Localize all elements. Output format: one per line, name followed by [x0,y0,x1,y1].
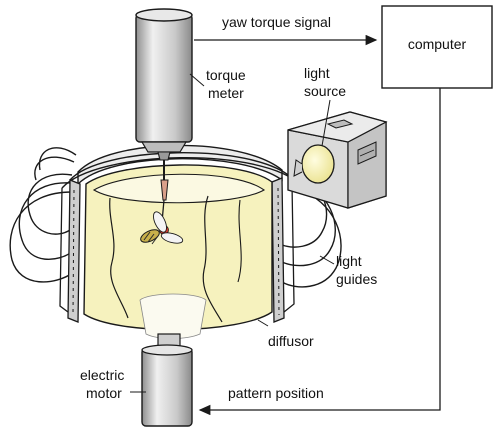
drum-frame [59,144,303,323]
computer-label: computer [408,36,467,52]
light-source-label-1: light [304,65,330,81]
torque-meter [135,8,193,182]
signal-lines [194,34,441,416]
electric-motor [141,333,193,427]
fly [140,211,184,245]
torque-label: torque [206,67,246,83]
label-pointers [130,73,335,393]
light-source-label-2: source [304,83,346,99]
pattern-position-arrow [198,88,441,416]
diffusor-label: diffusor [268,333,314,349]
diffusor-drum [83,164,273,339]
pattern-position-label: pattern position [228,385,324,401]
meter-label: meter [208,85,244,101]
light-guides-label-1: light [336,253,362,269]
yaw-torque-signal-label: yaw torque signal [222,14,331,30]
light-source-box [287,111,388,209]
tether [160,179,169,223]
computer-box: computer [381,5,493,89]
electric-label: electric [80,367,124,383]
motor-label: motor [86,385,122,401]
light-guides-label-2: guides [336,271,377,287]
light-guides-left [9,147,77,283]
